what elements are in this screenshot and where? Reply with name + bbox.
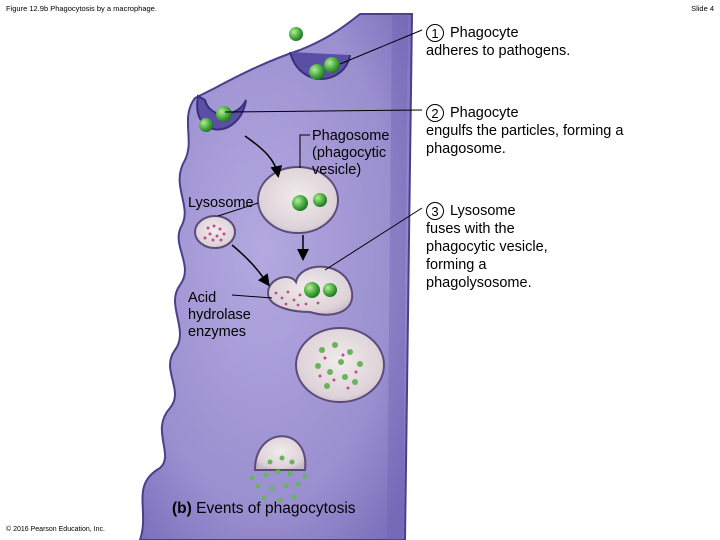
lysosome-label: Lysosome	[188, 195, 254, 211]
arrow-to-phagosome	[244, 135, 283, 178]
caption-text: Events of phagocytosis	[196, 500, 356, 517]
step-number-badge: 2	[426, 104, 444, 122]
leader-enzymes	[231, 294, 273, 299]
pathogen	[199, 118, 213, 132]
phagolysosome	[295, 327, 385, 403]
pathogen	[292, 195, 308, 211]
step-number-badge: 3	[426, 202, 444, 220]
pathogen	[313, 193, 327, 207]
pathogen	[324, 57, 340, 73]
leader-phagosome	[299, 134, 310, 168]
caption-part: (b)	[172, 500, 192, 517]
leader-step3	[324, 207, 423, 271]
figure-caption: (b) Events of phagocytosis	[172, 500, 356, 518]
arrow-lysosome-to-fusion	[231, 244, 270, 287]
step-2: 2 Phagocyte engulfs the particles, formin…	[426, 104, 656, 158]
lysosome-vesicle	[194, 215, 236, 249]
step-1-text: adheres to pathogens.	[426, 43, 571, 59]
slide-number: Slide 4	[691, 4, 714, 13]
step-1-lead: Phagocyte	[450, 25, 519, 41]
step-2-text: engulfs the particles, forming a phagoso…	[426, 123, 624, 157]
digested-particles	[315, 342, 363, 390]
enzymes-label: Acid hydrolase enzymes	[188, 290, 251, 340]
pathogen	[309, 64, 325, 80]
leader-step2	[224, 109, 423, 113]
released-particles	[249, 455, 308, 503]
pathogen	[216, 106, 232, 122]
copyright: © 2016 Pearson Education, Inc.	[6, 526, 105, 533]
pathogen	[323, 283, 337, 297]
figure-title: Figure 12.9b Phagocytosis by a macrophag…	[6, 4, 157, 13]
step-3: 3 Lysosome fuses with the phagocytic vesi…	[426, 202, 586, 292]
pathogen	[304, 282, 320, 298]
pathogen	[289, 27, 303, 41]
step-1: 1 Phagocyte adheres to pathogens.	[426, 24, 656, 60]
step-3-text: fuses with the phagocytic vesicle, formi…	[426, 221, 548, 291]
enzyme-dots	[203, 224, 226, 242]
step-3-lead: Lysosome	[450, 203, 516, 219]
phagosome-label: Phagosome (phagocytic vesicle)	[312, 128, 390, 178]
step-number-badge: 1	[426, 24, 444, 42]
leader-lysosome	[217, 202, 259, 217]
enzyme-dots	[274, 290, 320, 307]
step-2-lead: Phagocyte	[450, 105, 519, 121]
leader-step1	[339, 29, 423, 65]
macrophage-cell	[138, 13, 414, 540]
